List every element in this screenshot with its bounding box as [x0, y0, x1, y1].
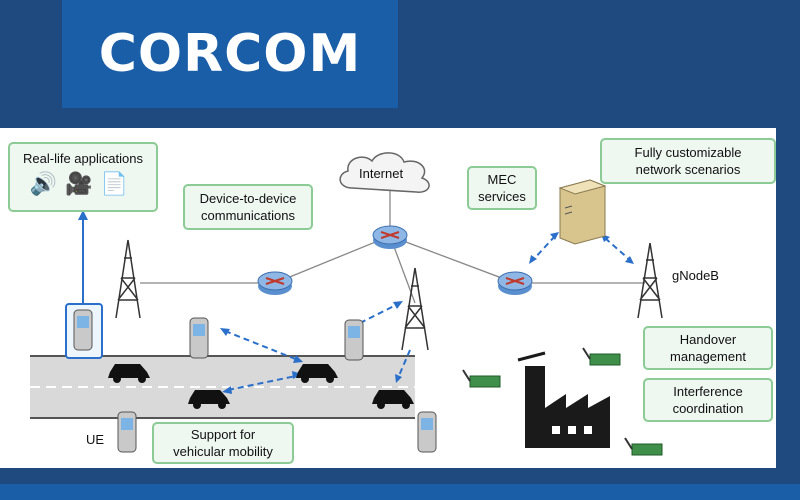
vehicular-label: Support for vehicular mobility [173, 427, 273, 459]
car-icon-4 [372, 390, 414, 409]
real-life-applications-box: Real-life applications 🔊🎥📄 [8, 142, 158, 212]
custom-network-box: Fully customizable network scenarios [600, 138, 776, 184]
network-diagram: Real-life applications 🔊🎥📄 Device-to-dev… [0, 128, 776, 468]
speaker-icon: 🔊 [29, 171, 66, 196]
mec-label: MEC services [478, 172, 526, 204]
logo[interactable]: CORCOM [62, 0, 398, 108]
tower-icon-2 [401, 267, 429, 351]
ue-label: UE [86, 432, 105, 447]
interference-label: Interference coordination [672, 384, 744, 416]
sensor-icon-1 [462, 369, 501, 388]
camera-icon: 🎥 [65, 171, 101, 196]
factory-icon [517, 351, 610, 448]
mec-server-icon [558, 179, 607, 245]
car-icon-3 [188, 390, 230, 409]
sensor-icon-2 [582, 347, 621, 366]
logo-text: CORCOM [98, 24, 362, 84]
uplink-arrow [78, 210, 88, 306]
phone-icon-2 [189, 317, 209, 359]
sensor-icon-3 [624, 437, 663, 456]
handover-box: Handover management [643, 326, 773, 370]
tower-icon-3 [637, 242, 663, 319]
footer-band [0, 484, 800, 500]
car-icon-2 [296, 364, 338, 383]
custom-network-label: Fully customizable network scenarios [634, 145, 742, 177]
dashed-arrows [224, 235, 631, 391]
internet-cloud-icon [339, 152, 430, 193]
phone-icon-5 [417, 411, 437, 453]
real-life-applications-label: Real-life applications [23, 151, 143, 166]
tower-icon-1 [115, 239, 141, 319]
d2d-label: Device-to-device communications [199, 191, 297, 223]
phone-icon-3 [344, 319, 364, 361]
app-icons: 🔊🎥📄 [30, 173, 136, 195]
interference-box: Interference coordination [643, 378, 773, 422]
documents-icon: 📄 [100, 171, 137, 196]
handover-label: Handover management [670, 332, 746, 364]
mec-box: MEC services [467, 166, 537, 210]
router-icon-1 [257, 271, 293, 295]
vehicular-box: Support for vehicular mobility [152, 422, 294, 464]
router-icon-2 [372, 225, 408, 249]
d2d-box: Device-to-device communications [183, 184, 313, 230]
gnodeb-label: gNodeB [672, 268, 719, 283]
diagram-canvas [30, 152, 663, 456]
car-icon-1 [108, 364, 150, 383]
phone-icon-4 [117, 411, 137, 453]
internet-label: Internet [359, 166, 404, 181]
router-icon-3 [497, 271, 533, 295]
phone-icon-1 [65, 303, 103, 359]
